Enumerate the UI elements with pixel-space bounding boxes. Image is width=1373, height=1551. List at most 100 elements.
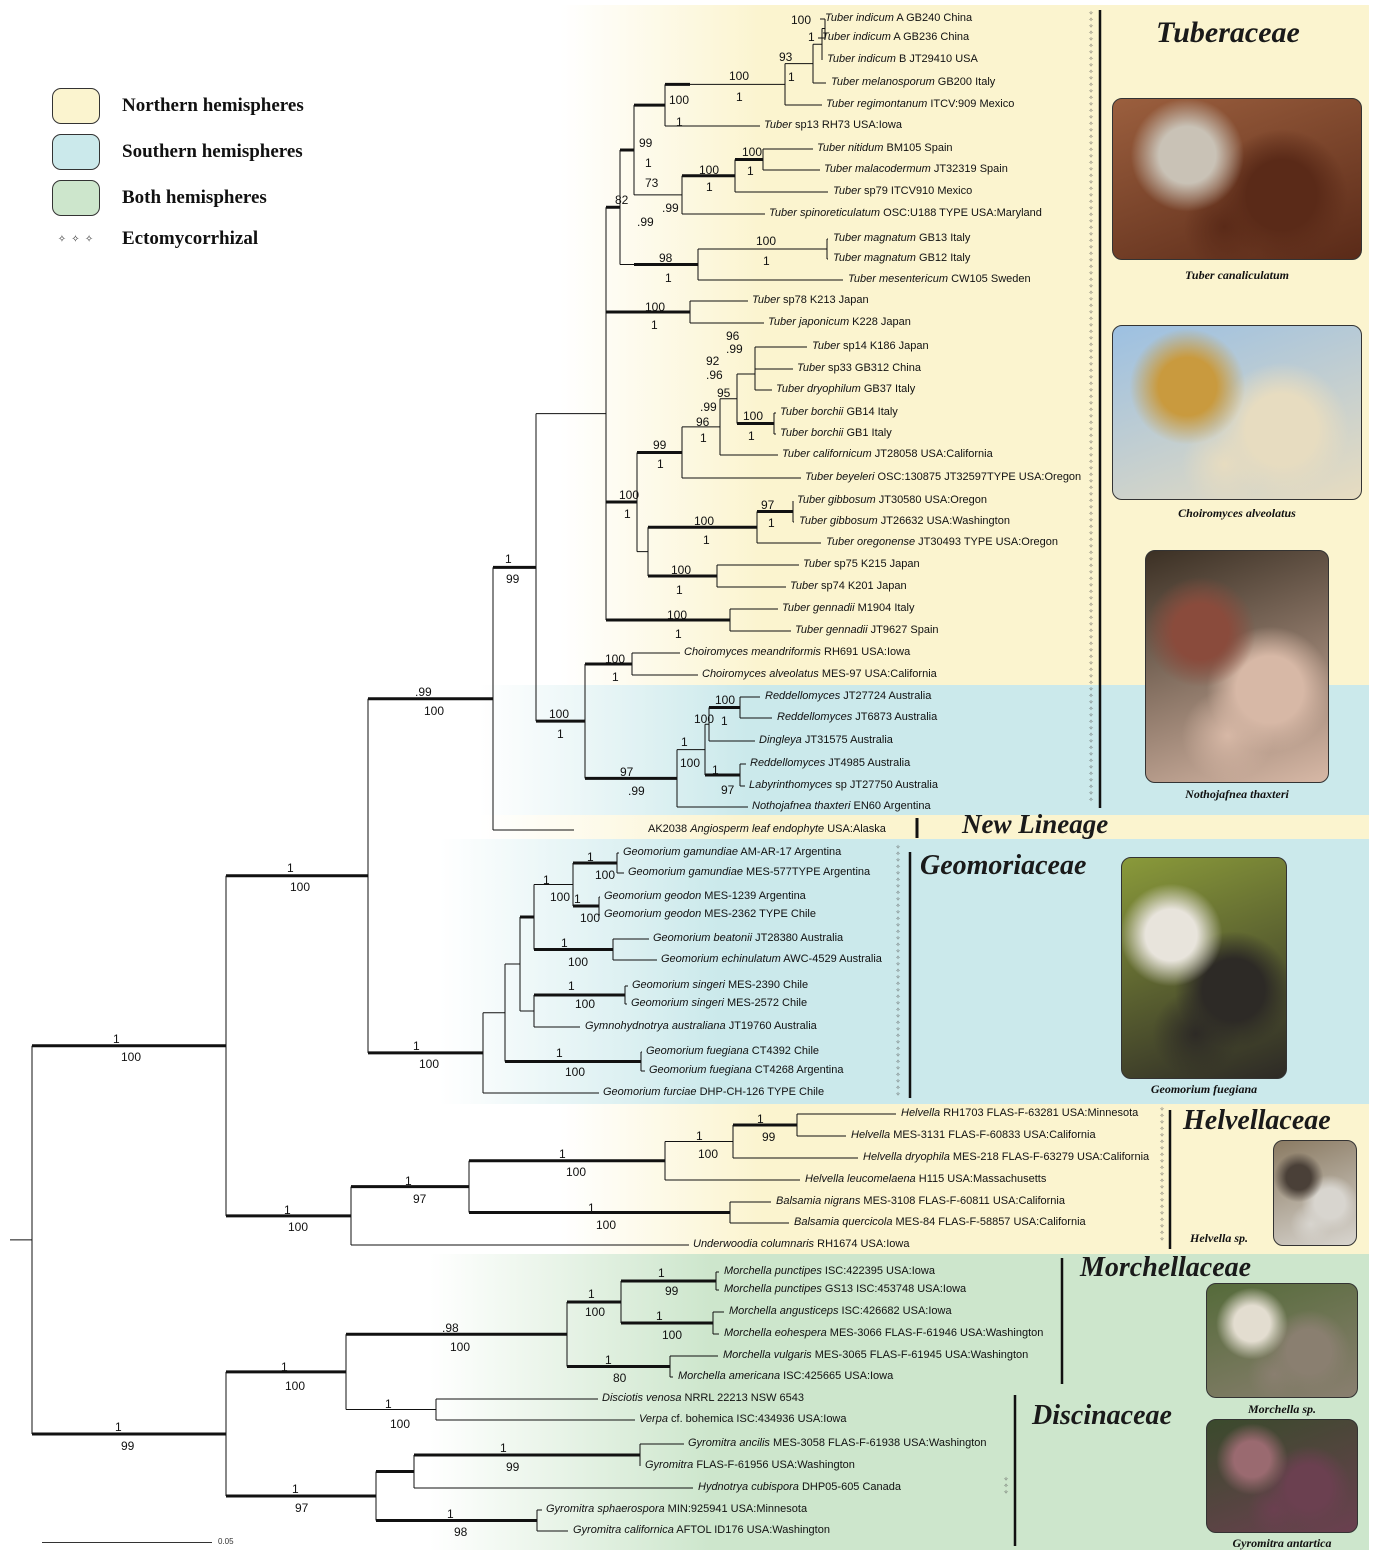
tip-taxon: Gyromitra californica (573, 1524, 674, 1536)
tip-label: Tuber gibbosum JT26632 USA:Washington (799, 515, 1010, 528)
tip-taxon: Tuber gennadii (782, 602, 855, 614)
support-value: 1 (712, 764, 719, 777)
ectomycorrhizal-marker: ✧ (1003, 1489, 1008, 1496)
tip-voucher: sp78 K213 Japan (780, 294, 869, 306)
support-value: 97 (413, 1193, 426, 1206)
tip-voucher: JT28058 USA:California (872, 448, 993, 460)
support-value: 100 (390, 1418, 410, 1431)
tip-label: Tuber indicum A GB240 China (825, 12, 972, 25)
tip-voucher: GB13 Italy (916, 232, 970, 244)
support-value: 100 (565, 1066, 585, 1079)
tip-taxon: Dingleya (759, 734, 802, 746)
tip-taxon: Tuber (812, 340, 840, 352)
tip-label: Tuber sp75 K215 Japan (803, 558, 920, 571)
photo-morchella-sp (1206, 1283, 1358, 1398)
tip-taxon: Morchella vulgaris (723, 1349, 812, 1361)
support-value: 100 (715, 694, 735, 707)
tip-voucher: ISC:425665 USA:Iowa (780, 1370, 893, 1382)
tip-label: Tuber melanosporum GB200 Italy (831, 76, 995, 89)
support-value: 100 (290, 881, 310, 894)
support-value: 100 (288, 1221, 308, 1234)
caption-tuber-canaliculatum: Tuber canaliculatum (1112, 268, 1362, 283)
tip-label: Hydnotrya cubispora DHP05-605 Canada (698, 1481, 901, 1494)
tip-label: Tuber gibbosum JT30580 USA:Oregon (797, 494, 987, 507)
tip-taxon: Tuber oregonense (826, 536, 915, 548)
tip-taxon: Tuber mesentericum (848, 273, 948, 285)
tip-taxon: Gyromitra ancilis (688, 1437, 770, 1449)
tip-taxon: Helvella (851, 1129, 890, 1141)
support-value: 97 (721, 784, 734, 797)
tip-taxon: Tuber spinoreticulatum (769, 207, 880, 219)
support-value: 1 (281, 1361, 288, 1374)
tip-taxon: Tuber borchii (780, 427, 843, 439)
tip-label: AK2038 Angiosperm leaf endophyte USA:Ala… (648, 823, 886, 836)
tip-taxon: Morchella punctipes (724, 1265, 822, 1277)
tip-taxon: Tuber magnatum (833, 252, 916, 264)
support-value: 96 (696, 416, 709, 429)
tip-label: Geomorium furciae DHP-CH-126 TYPE Chile (603, 1086, 824, 1099)
tip-taxon: Tuber nitidum (817, 142, 883, 154)
tip-label: Choiromyces meandriformis RH691 USA:Iowa (684, 646, 910, 659)
tip-voucher: OSC:U188 TYPE USA:Maryland (880, 207, 1042, 219)
tip-label: Gyromitra californica AFTOL ID176 USA:Wa… (573, 1524, 830, 1537)
support-value: 100 (585, 1306, 605, 1319)
tip-label: Tuber regimontanum ITCV:909 Mexico (826, 98, 1014, 111)
tip-label: Tuber indicum B JT29410 USA (827, 53, 978, 66)
photo-gyromitra-antartica (1206, 1419, 1358, 1533)
caption-geomorium-fuegiana: Geomorium fuegiana (1121, 1082, 1287, 1097)
tip-label: Gyromitra FLAS-F-61956 USA:Washington (645, 1459, 855, 1472)
support-value: 100 (419, 1058, 439, 1071)
tip-label: Tuber sp78 K213 Japan (752, 294, 869, 307)
tip-label: Geomorium singeri MES-2390 Chile (632, 979, 808, 992)
tip-label: Choiromyces alveolatus MES-97 USA:Califo… (702, 668, 937, 681)
tip-taxon: Gyromitra sphaerospora (546, 1503, 665, 1515)
support-value: 1 (568, 980, 575, 993)
support-value: 1 (561, 937, 568, 950)
tip-voucher: CT4392 Chile (749, 1045, 819, 1057)
support-value: 100 (619, 489, 639, 502)
support-value: 100 (680, 757, 700, 770)
tip-voucher: MES-2390 Chile (725, 979, 808, 991)
support-value: 1 (588, 1288, 595, 1301)
support-value: 100 (698, 1148, 718, 1161)
tip-voucher: sp14 K186 Japan (840, 340, 929, 352)
tip-voucher: MES-3065 FLAS-F-61945 USA:Washington (812, 1349, 1029, 1361)
support-value: 100 (667, 609, 687, 622)
support-value: 1 (657, 458, 664, 471)
support-value: 1 (500, 1442, 507, 1455)
tip-taxon: Underwoodia columnaris (693, 1238, 814, 1250)
tip-label: Morchella vulgaris MES-3065 FLAS-F-61945… (723, 1349, 1028, 1362)
tip-voucher: DHP05-605 Canada (799, 1481, 901, 1493)
support-value: 1 (287, 862, 294, 875)
tip-label: Nothojafnea thaxteri EN60 Argentina (752, 800, 931, 813)
tip-label: Reddellomyces JT4985 Australia (750, 757, 910, 770)
tip-voucher: GB1 Italy (843, 427, 891, 439)
tip-taxon: Labyrinthomyces (749, 779, 832, 791)
support-value: 97 (620, 766, 633, 779)
tip-label: Tuber sp33 GB312 China (797, 362, 921, 375)
tip-voucher: MIN:925941 USA:Minnesota (665, 1503, 807, 1515)
tip-label: Geomorium singeri MES-2572 Chile (631, 997, 807, 1010)
tip-taxon: Gyromitra (645, 1459, 693, 1471)
tip-voucher: GB12 Italy (916, 252, 970, 264)
support-value: 93 (779, 51, 792, 64)
tip-taxon: Tuber (833, 185, 861, 197)
caption-nothojafnea-thaxteri: Nothojafnea thaxteri (1145, 787, 1329, 802)
photo-tuber-canaliculatum (1112, 98, 1362, 260)
photo-choiromyces-alveolatus (1112, 325, 1362, 500)
support-value: 100 (671, 564, 691, 577)
tip-label: Geomorium echinulatum AWC-4529 Australia (661, 953, 882, 966)
tip-label: Tuber spinoreticulatum OSC:U188 TYPE USA… (769, 207, 1042, 220)
tip-label: Tuber sp74 K201 Japan (790, 580, 907, 593)
support-value: 1 (284, 1204, 291, 1217)
support-value: 100 (566, 1166, 586, 1179)
support-value: 1 (292, 1483, 299, 1496)
tip-taxon: Morchella eohespera (724, 1327, 827, 1339)
tip-label: Reddellomyces JT6873 Australia (777, 711, 937, 724)
tip-voucher: JT31575 Australia (802, 734, 893, 746)
tip-voucher: MES-218 FLAS-F-63279 USA:California (950, 1151, 1149, 1163)
support-value: 100 (568, 956, 588, 969)
tip-voucher: RH1703 FLAS-F-63281 USA:Minnesota (940, 1107, 1138, 1119)
tip-taxon: Tuber beyeleri (805, 471, 875, 483)
tip-taxon: Balsamia nigrans (776, 1195, 860, 1207)
